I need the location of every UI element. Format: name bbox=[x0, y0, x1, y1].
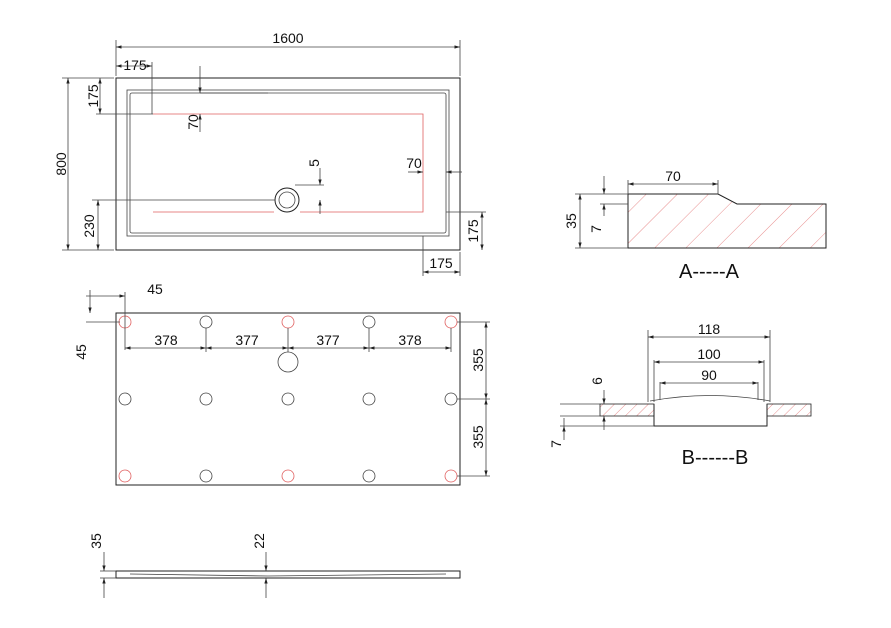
dim-edge-x: 45 bbox=[147, 281, 163, 297]
section-a-label: A-----A bbox=[679, 261, 740, 283]
dim-drain-bottom: 230 bbox=[81, 214, 97, 238]
dim-a-height: 35 bbox=[563, 213, 579, 229]
dim-a-step: 7 bbox=[588, 225, 604, 233]
dim-edge-y: 45 bbox=[73, 344, 89, 360]
dim-row-spacing-2: 355 bbox=[470, 425, 486, 449]
dim-rim-top: 175 bbox=[85, 84, 101, 108]
dim-drain-offset: 5 bbox=[306, 159, 322, 167]
dim-rim-left: 175 bbox=[123, 57, 147, 73]
section-b-drain-body bbox=[653, 404, 768, 427]
dim-b-mid: 100 bbox=[697, 346, 721, 362]
section-b: 118 100 90 6 7 B------B bbox=[548, 321, 812, 469]
dim-center-height: 22 bbox=[251, 533, 267, 549]
dim-side-height: 35 bbox=[88, 533, 104, 549]
tray-outline bbox=[115, 77, 461, 251]
dim-inner-right: 70 bbox=[406, 155, 422, 171]
foot-r1-c5 bbox=[444, 315, 458, 329]
side-profile bbox=[115, 570, 461, 579]
dim-width: 800 bbox=[53, 152, 69, 176]
foot-r2-c3 bbox=[281, 392, 295, 406]
dim-row-spacing-1: 355 bbox=[470, 348, 486, 372]
dim-length: 1600 bbox=[272, 30, 303, 46]
base-drain-hole bbox=[277, 351, 299, 373]
foot-r3-c2 bbox=[199, 469, 213, 483]
foot-r2-c5 bbox=[444, 392, 458, 406]
section-b-left-slab bbox=[599, 403, 655, 417]
foot-r1-c3 bbox=[281, 315, 295, 329]
tray-inner bbox=[129, 92, 447, 234]
dim-spacing-4: 378 bbox=[398, 332, 422, 348]
dim-spacing-3: 377 bbox=[316, 332, 340, 348]
dim-a-rim-width: 70 bbox=[665, 168, 681, 184]
dim-b-depth: 7 bbox=[548, 440, 564, 448]
top-view: 1600 800 175 175 70 5 70 230 bbox=[53, 30, 486, 276]
dim-b-lip: 6 bbox=[589, 377, 605, 385]
side-view: 35 22 bbox=[88, 533, 461, 598]
section-b-label: B------B bbox=[682, 447, 749, 469]
dim-inner-top: 70 bbox=[185, 114, 201, 130]
drain-inner bbox=[278, 191, 296, 209]
dim-b-outer: 118 bbox=[698, 321, 721, 337]
foot-r3-c3 bbox=[281, 469, 295, 483]
tray-rim bbox=[126, 89, 450, 237]
foot-r1-c2 bbox=[199, 315, 213, 329]
section-a: 70 35 7 A-----A bbox=[563, 168, 827, 283]
dim-rim-bottom: 175 bbox=[465, 219, 481, 243]
foot-r2-c2 bbox=[199, 392, 213, 406]
foot-r3-c1 bbox=[118, 469, 132, 483]
water-channel bbox=[153, 113, 424, 213]
dim-spacing-1: 378 bbox=[154, 332, 178, 348]
foot-r3-c4 bbox=[362, 469, 376, 483]
foot-r3-c5 bbox=[444, 469, 458, 483]
dim-b-inner: 90 bbox=[701, 367, 717, 383]
section-a-body bbox=[627, 193, 827, 249]
bottom-view: 45 45 378 377 377 378 355 355 bbox=[73, 281, 490, 486]
foot-r2-c4 bbox=[362, 392, 376, 406]
foot-r1-c4 bbox=[362, 315, 376, 329]
dim-spacing-2: 377 bbox=[235, 332, 259, 348]
section-b-right-slab bbox=[766, 403, 812, 417]
foot-r2-c1 bbox=[118, 392, 132, 406]
dim-rim-right: 175 bbox=[429, 255, 453, 271]
